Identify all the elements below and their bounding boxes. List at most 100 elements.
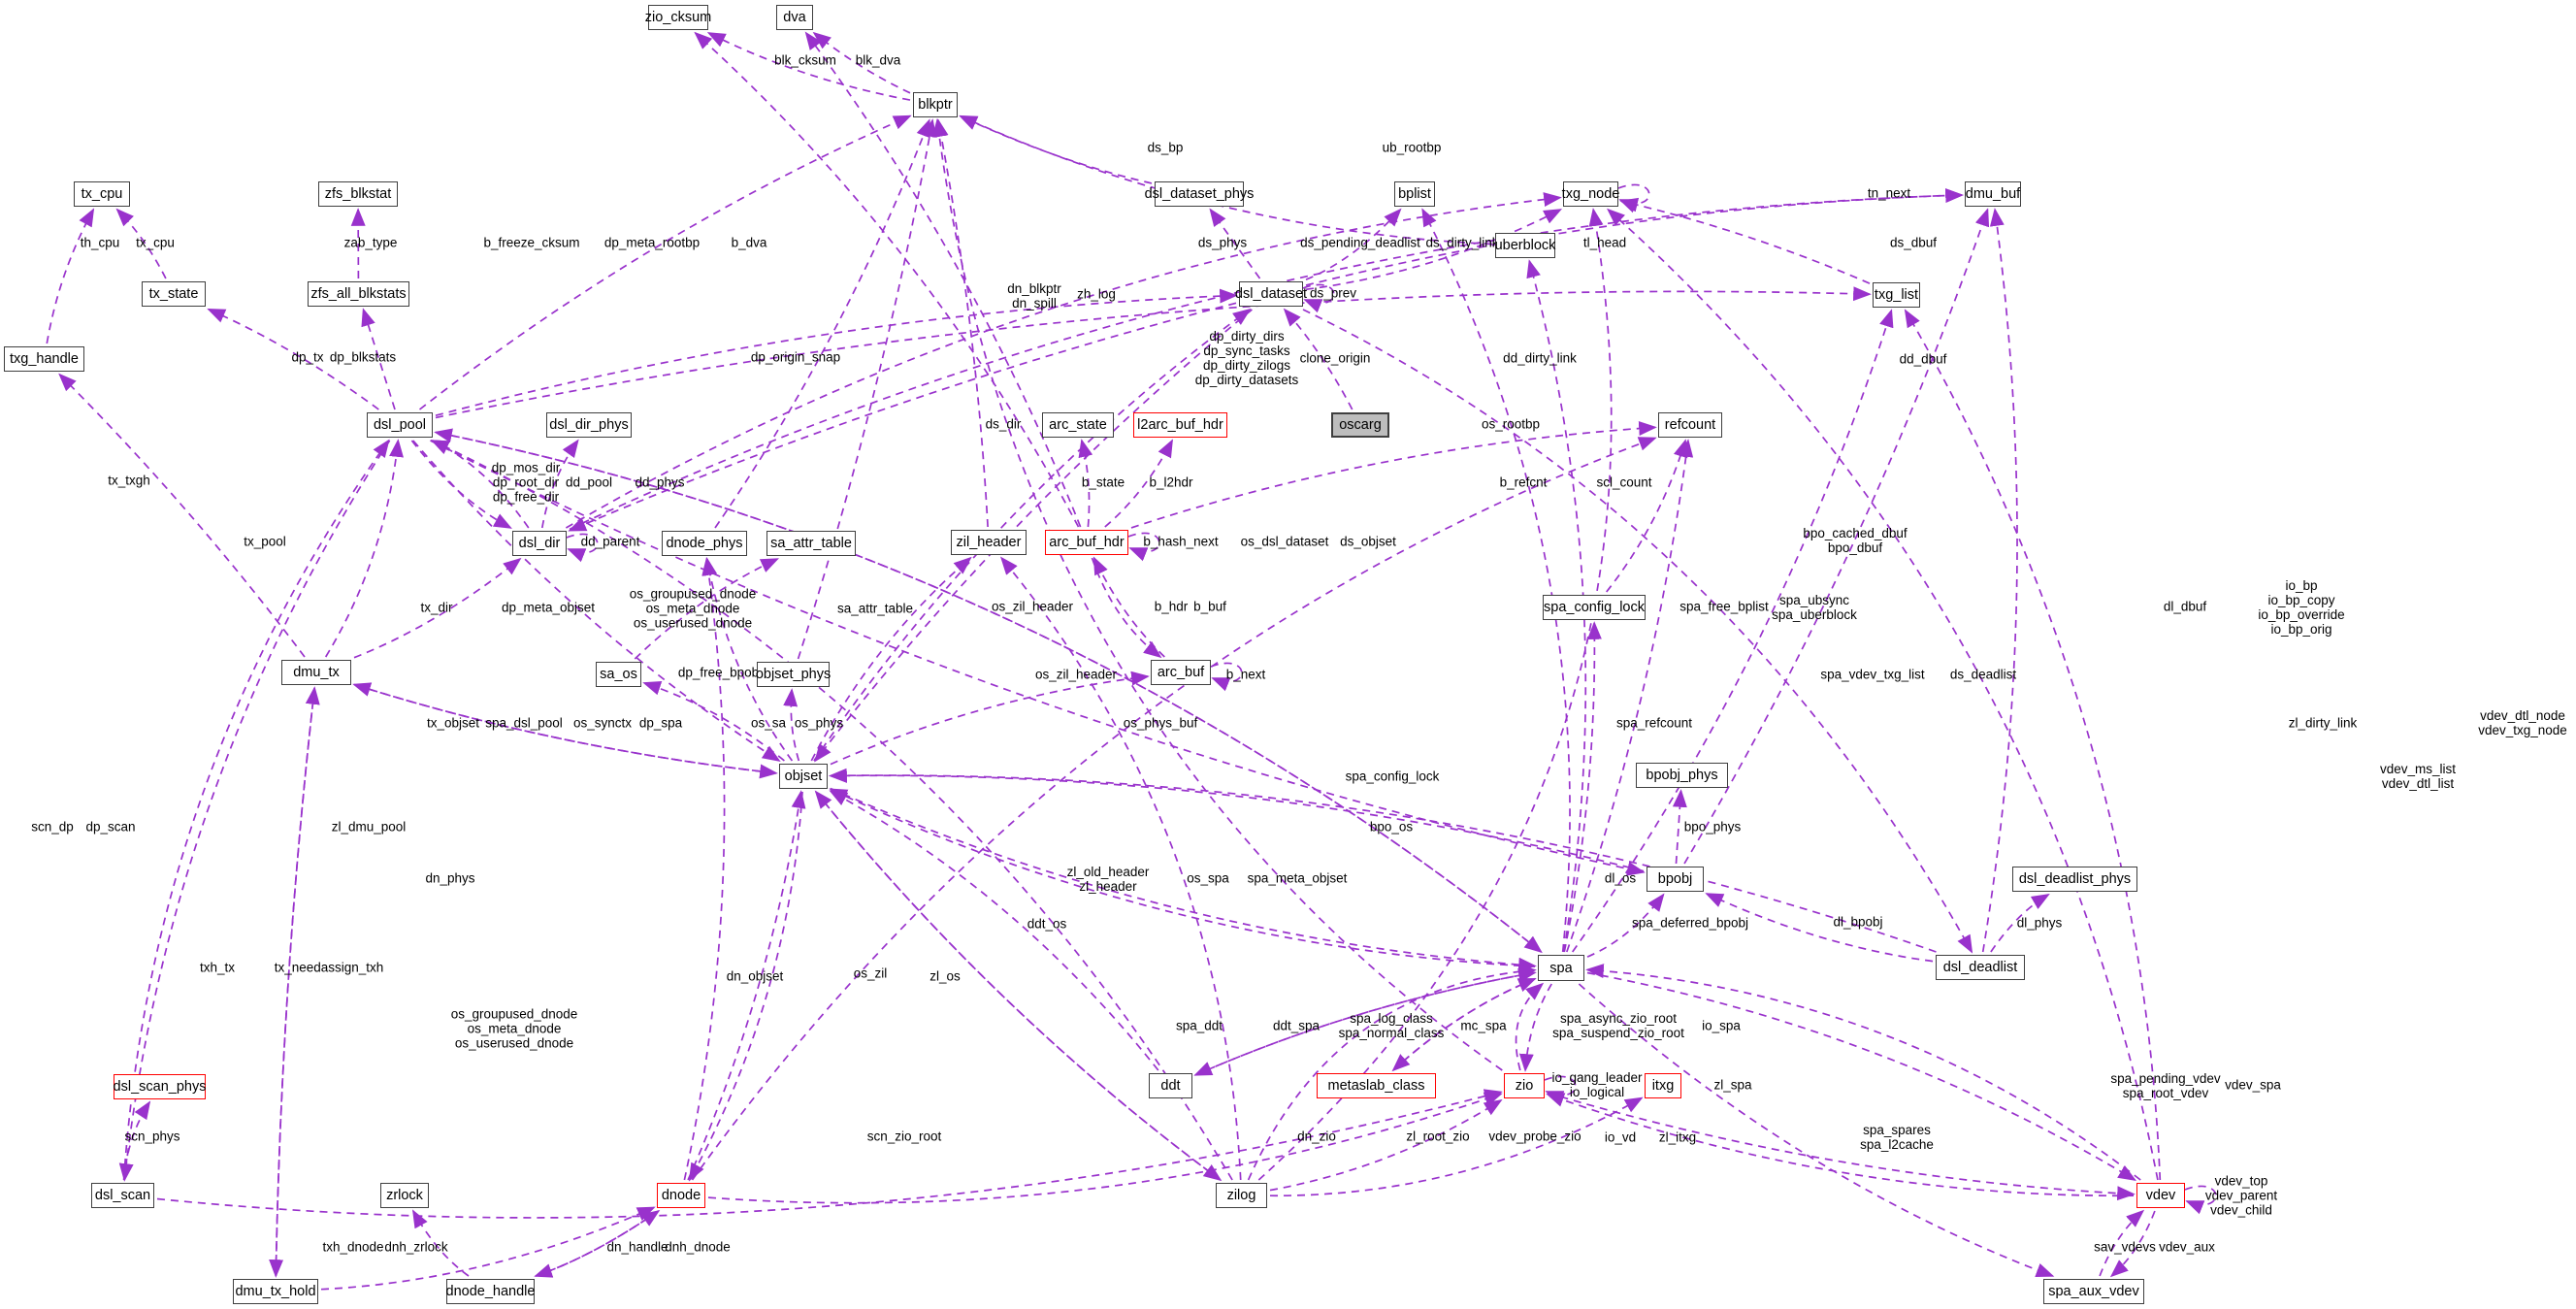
- node-zil_header[interactable]: zil_header: [951, 530, 1027, 555]
- node-dsl_scan_phys[interactable]: dsl_scan_phys: [114, 1074, 206, 1099]
- edge-dsl_pool-to-txg_list: [435, 286, 1872, 419]
- node-dva[interactable]: dva: [776, 5, 813, 30]
- edge-label-os_synctx: os_synctx: [572, 715, 633, 731]
- edge-label-dn_phys: dn_phys: [425, 870, 475, 886]
- edge-label-dn_objset: dn_objset: [726, 968, 784, 984]
- edge-label-dp_free_bpobj: dp_free_bpobj: [677, 665, 763, 680]
- edge-zil_header-to-blkptr: [933, 118, 989, 528]
- edge-zilog-to-spa: [1247, 964, 1537, 1181]
- node-txg_node[interactable]: txg_node: [1562, 181, 1619, 207]
- node-zilog[interactable]: zilog: [1216, 1183, 1267, 1208]
- edge-label-ds_bp: ds_bp: [1147, 140, 1184, 155]
- node-dsl_dir[interactable]: dsl_dir: [512, 531, 567, 556]
- node-dsl_scan[interactable]: dsl_scan: [91, 1183, 154, 1208]
- edge-objset-to-dsl_dataset: [813, 308, 1252, 762]
- edge-dnode-to-refcount: [691, 437, 1657, 1181]
- node-spa_aux_vdev[interactable]: spa_aux_vdev: [2043, 1279, 2144, 1304]
- edge-spa-to-bpobj: [1586, 893, 1665, 958]
- edge-dsl_deadlist-to-bpobj: [1705, 893, 1934, 963]
- node-spa[interactable]: spa: [1538, 955, 1584, 981]
- node-arc_buf_hdr[interactable]: arc_buf_hdr: [1045, 530, 1128, 555]
- node-objset_phys[interactable]: objset_phys: [756, 662, 831, 687]
- edge-vdev-to-spa_aux_vdev: [2109, 1210, 2156, 1278]
- node-ddt[interactable]: ddt: [1149, 1073, 1192, 1098]
- edge-label-txh_tx: txh_tx: [199, 960, 236, 975]
- edge-dsl_dataset-to-bplist: [1305, 208, 1402, 280]
- node-zrlock[interactable]: zrlock: [380, 1183, 429, 1208]
- edge-objset-to-arc_buf: [830, 671, 1150, 766]
- node-dsl_pool[interactable]: dsl_pool: [367, 412, 433, 438]
- node-itxg[interactable]: itxg: [1645, 1073, 1681, 1098]
- node-tx_cpu[interactable]: tx_cpu: [74, 181, 130, 207]
- node-txg_handle[interactable]: txg_handle: [4, 346, 84, 372]
- node-oscarg[interactable]: oscarg: [1331, 412, 1389, 438]
- edge-label-tl_head: tl_head: [1582, 235, 1627, 250]
- edge-vdev-to-vdev: [2184, 1185, 2217, 1215]
- node-sa_attr_table[interactable]: sa_attr_table: [766, 531, 856, 556]
- node-zfs_blkstat[interactable]: zfs_blkstat: [318, 181, 398, 207]
- node-dnode[interactable]: dnode: [657, 1183, 705, 1208]
- node-bplist[interactable]: bplist: [1394, 181, 1435, 207]
- edge-bpobj-to-bpobj_phys: [1672, 789, 1687, 865]
- node-uberblock[interactable]: uberblock: [1495, 233, 1555, 258]
- edge-arc_buf_hdr-to-arc_buf_hdr: [1127, 532, 1160, 562]
- edge-label-tn_next: tn_next: [1867, 185, 1911, 201]
- node-zio[interactable]: zio: [1504, 1073, 1545, 1098]
- edge-dmu_tx-to-dmu_tx_hold: [269, 687, 316, 1278]
- edge-label-dnh_zrlock: dnh_zrlock: [384, 1239, 448, 1255]
- node-tx_state[interactable]: tx_state: [142, 281, 206, 307]
- node-dsl_deadlist_phys[interactable]: dsl_deadlist_phys: [2012, 867, 2137, 892]
- node-bpobj[interactable]: bpobj: [1647, 867, 1704, 892]
- edge-label-dl_dbuf: dl_dbuf: [2163, 599, 2207, 614]
- node-dmu_tx_hold[interactable]: dmu_tx_hold: [233, 1279, 318, 1304]
- node-dsl_deadlist[interactable]: dsl_deadlist: [1936, 955, 2025, 980]
- node-dsl_dataset_phys[interactable]: dsl_dataset_phys: [1145, 181, 1254, 207]
- node-objset[interactable]: objset: [779, 764, 828, 789]
- edge-label-os_dsl_dataset: os_dsl_dataset: [1240, 534, 1329, 549]
- edge-label-os_zil_header: os_zil_header: [1034, 667, 1118, 682]
- edge-objset-to-dnode_phys: [702, 557, 794, 762]
- edge-label-b_l2hdr: b_l2hdr: [1149, 475, 1193, 490]
- edge-label-zab_type: zab_type: [343, 235, 398, 250]
- edge-objset-to-dmu_tx: [352, 682, 777, 774]
- node-arc_buf[interactable]: arc_buf: [1151, 660, 1211, 685]
- edge-zilog-to-dsl_pool: [430, 440, 1233, 1181]
- edge-txg_handle-to-tx_cpu: [46, 208, 95, 344]
- edge-spa-to-uberblock: [1526, 259, 1587, 953]
- node-dmu_buf[interactable]: dmu_buf: [1965, 181, 2021, 207]
- edge-spa-to-spa_config_lock: [1563, 621, 1602, 953]
- node-refcount[interactable]: refcount: [1658, 412, 1722, 438]
- node-l2arc_buf_hdr[interactable]: l2arc_buf_hdr: [1133, 412, 1227, 438]
- node-arc_state[interactable]: arc_state: [1042, 412, 1114, 438]
- node-zio_cksum[interactable]: zio_cksum: [645, 5, 711, 30]
- edge-dnode_handle-to-dnode: [535, 1209, 661, 1277]
- edge-zilog-to-itxg: [1269, 1096, 1644, 1197]
- edge-label-dd_pool: dd_pool: [565, 475, 613, 490]
- edge-dsl_deadlist-to-dsl_deadlist_phys: [1990, 894, 2050, 953]
- node-spa_config_lock[interactable]: spa_config_lock: [1543, 595, 1646, 620]
- node-dnode_handle[interactable]: dnode_handle: [446, 1279, 535, 1304]
- edge-label-dd_phys: dd_phys: [635, 475, 685, 490]
- node-sa_os[interactable]: sa_os: [596, 662, 641, 687]
- edge-dsl_dataset_phys-to-blkptr: [959, 115, 1153, 184]
- edge-label-dp_meta_objset: dp_meta_objset: [501, 600, 596, 615]
- node-dmu_tx[interactable]: dmu_tx: [281, 660, 351, 685]
- node-bpobj_phys[interactable]: bpobj_phys: [1636, 763, 1728, 788]
- edge-label-sav_vdevs: sav_vdevs: [2094, 1239, 2156, 1255]
- edge-label-spa_meta_objset: spa_meta_objset: [1247, 870, 1348, 886]
- edge-label-ddt_spa: ddt_spa: [1272, 1018, 1321, 1033]
- node-blkptr[interactable]: blkptr: [913, 92, 958, 117]
- edge-zilog-to-objset: [814, 790, 1222, 1181]
- node-dsl_dir_phys[interactable]: dsl_dir_phys: [546, 412, 632, 438]
- node-dsl_dataset[interactable]: dsl_dataset: [1235, 281, 1307, 307]
- node-txg_list[interactable]: txg_list: [1873, 282, 1920, 308]
- node-vdev[interactable]: vdev: [2136, 1183, 2185, 1208]
- node-zfs_all_blkstats[interactable]: zfs_all_blkstats: [308, 281, 409, 307]
- node-dnode_phys[interactable]: dnode_phys: [662, 531, 747, 556]
- edge-label-dp_scan: dp_scan: [85, 819, 136, 834]
- node-metaslab_class[interactable]: metaslab_class: [1317, 1073, 1436, 1098]
